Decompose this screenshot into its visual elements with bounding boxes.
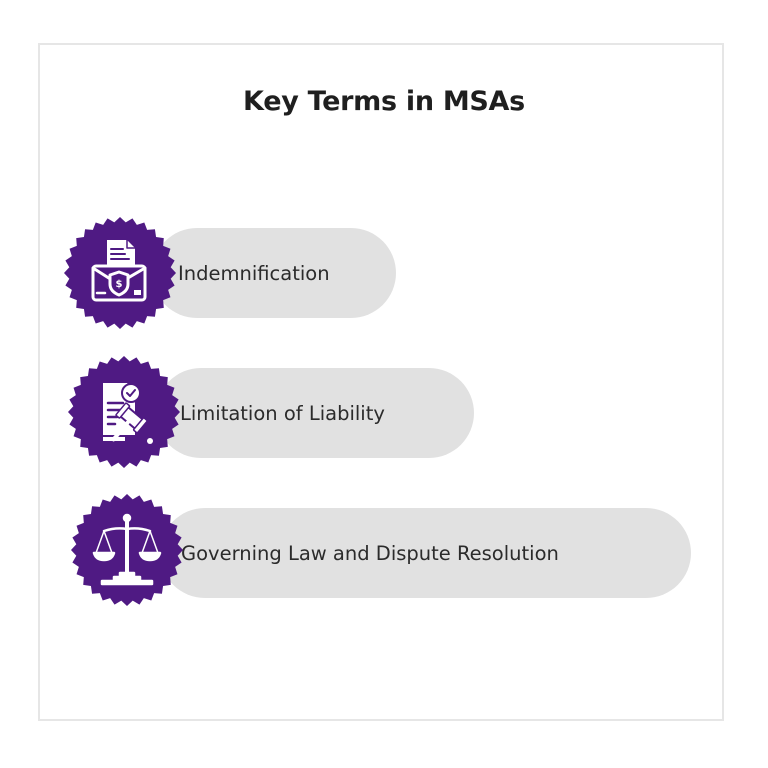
scales-of-justice-icon (71, 494, 183, 606)
term-label: Indemnification (178, 261, 330, 285)
badge-governing-law (70, 493, 184, 607)
page-title: Key Terms in MSAs (243, 86, 525, 117)
document-gavel-check-icon (68, 356, 180, 468)
term-label: Limitation of Liability (180, 401, 385, 425)
term-pill-governing-law: Governing Law and Dispute Resolution (160, 508, 691, 598)
term-pill-limitation-of-liability: Limitation of Liability (156, 368, 474, 458)
badge-indemnification: $ (63, 216, 177, 330)
term-pill-indemnification: Indemnification (152, 228, 396, 318)
svg-text:$: $ (116, 279, 123, 290)
badge-limitation-of-liability (67, 355, 181, 469)
document-briefcase-dollar-shield-icon: $ (64, 217, 176, 329)
term-label: Governing Law and Dispute Resolution (181, 541, 559, 565)
